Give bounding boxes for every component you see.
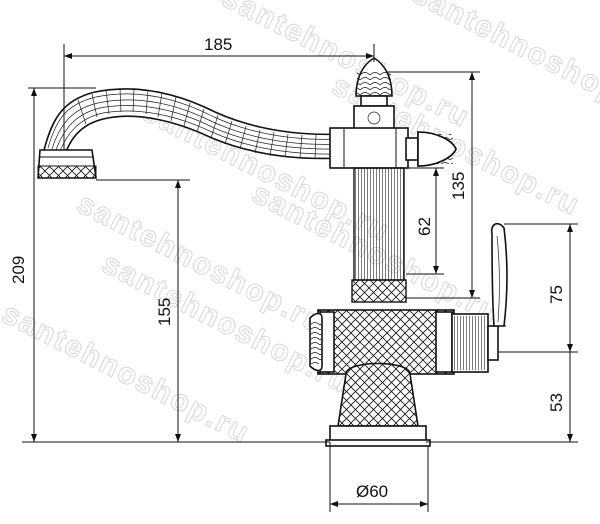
side-cap (405, 131, 457, 167)
dim-total-height-label: 209 (9, 256, 28, 284)
faucet (37, 57, 508, 447)
dim-spout-height-label: 155 (155, 298, 174, 326)
dimension-labels: 185 209 155 135 62 75 53 Ø60 (9, 35, 566, 501)
column (353, 167, 405, 281)
spout (37, 87, 343, 179)
dim-body-upper-label: 135 (449, 172, 468, 200)
dimensions (22, 44, 578, 512)
dim-column-label: 62 (415, 217, 434, 236)
dim-lever-label: 75 (547, 285, 566, 304)
upper-connector (329, 57, 409, 169)
dim-base-label: 53 (547, 393, 566, 412)
collar (351, 279, 407, 303)
lever-handle (490, 222, 508, 327)
watermark: santehnoshop.ru santehnoshop.ru santehno… (0, 0, 600, 451)
dim-base-diameter-label: Ø60 (356, 482, 388, 501)
dim-spout-reach-label: 185 (204, 35, 232, 54)
pedestal (325, 362, 431, 447)
mixer-body (309, 309, 499, 375)
